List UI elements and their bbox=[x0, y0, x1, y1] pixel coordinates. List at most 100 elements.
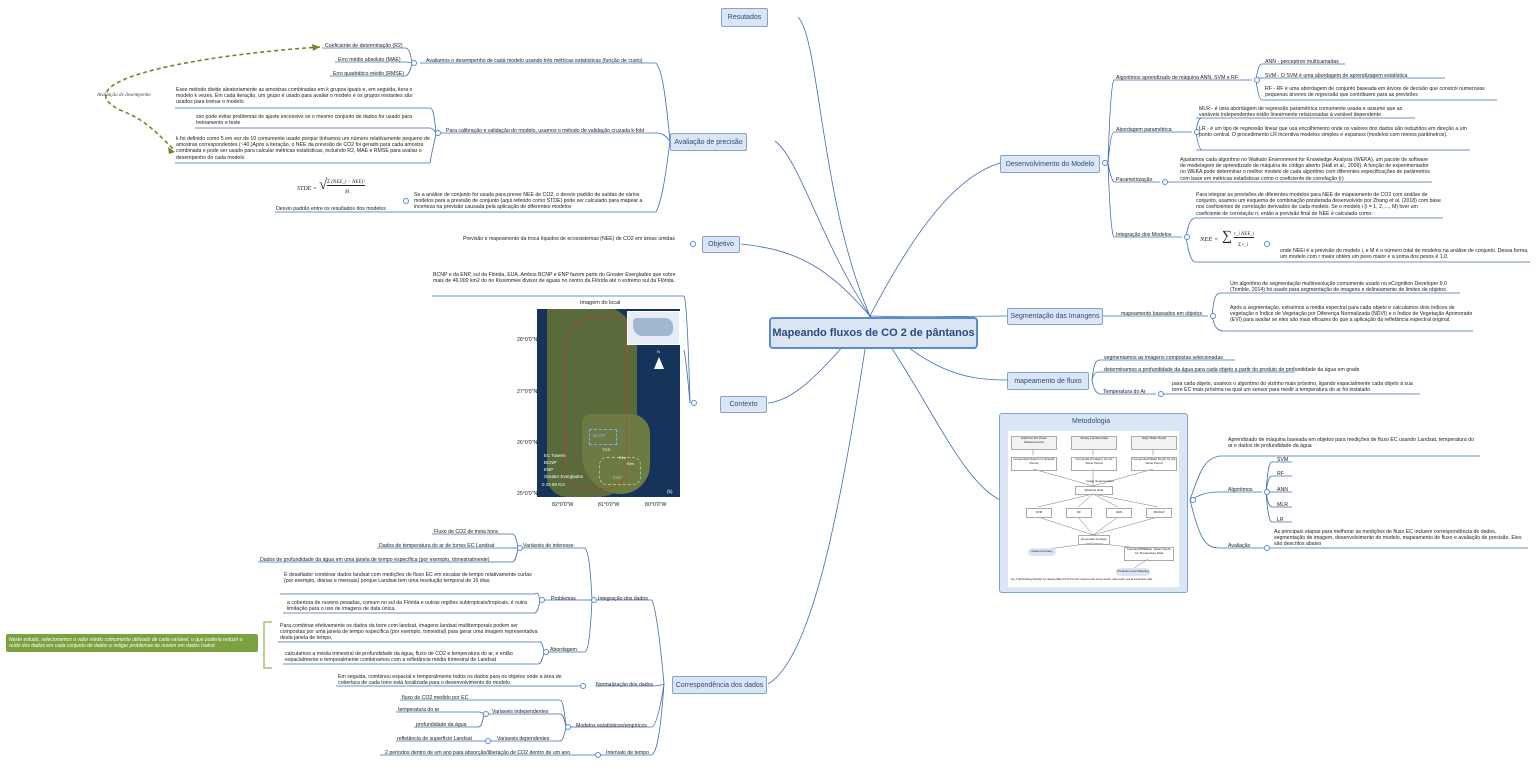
node-s1[interactable]: Um algoritmo de segmentação multiresoluç… bbox=[1230, 281, 1448, 294]
topic-objetivo[interactable]: Objetivo bbox=[702, 236, 740, 253]
node-p1[interactable]: É desafiador combinar dados landsat com … bbox=[284, 572, 532, 585]
collapse-toggle[interactable] bbox=[1194, 129, 1200, 135]
node-intervalo[interactable]: Intervalo de tempo bbox=[606, 750, 649, 756]
topic-segmentacao[interactable]: Segmentação das Imangens bbox=[1007, 308, 1103, 325]
node-m1[interactable]: segmentamos as imagens compostas selecio… bbox=[1104, 355, 1223, 361]
node-alg-lr[interactable]: LR bbox=[1277, 517, 1284, 523]
collapse-toggle[interactable] bbox=[591, 597, 597, 603]
node-integracao[interactable]: Integração dos dados bbox=[598, 596, 648, 602]
node-desvio[interactable]: Desvio padrão entre os resultados dos mo… bbox=[276, 206, 386, 212]
callout-note[interactable]: Neste estudo, selecionamos o valor médio… bbox=[6, 634, 258, 652]
node-dep[interactable]: Variaveis dependentes bbox=[497, 736, 550, 742]
collapse-toggle[interactable] bbox=[1158, 391, 1164, 397]
node-d1[interactable]: refletância de superfície Landsat bbox=[397, 736, 472, 742]
node-mapeamento-objetos[interactable]: mapeamento baseados em objetos bbox=[1121, 311, 1203, 317]
node-nee-desc[interactable]: onde NEEi é a previsão do modelo i, e M … bbox=[1280, 248, 1529, 261]
node-algoritmos[interactable]: Algoritmos bbox=[1228, 487, 1253, 493]
collapse-toggle[interactable] bbox=[580, 683, 586, 689]
node-problemas[interactable]: Problemas bbox=[551, 596, 576, 602]
node-param-text[interactable]: Ajustamos cada algoritmo no Waikato Envi… bbox=[1180, 157, 1430, 182]
node-n1[interactable]: Em seguida, combinou espacial e temporal… bbox=[338, 674, 562, 687]
node-parametrizacao[interactable]: Parametrização bbox=[1116, 177, 1153, 183]
topic-desenvolvimento[interactable]: Desenvolvimento do Modelo bbox=[1000, 155, 1100, 173]
node-t1[interactable]: 2 períodos dentro de um ano para absorçã… bbox=[385, 750, 571, 756]
node-i2[interactable]: profundidade da água bbox=[416, 722, 467, 728]
collapse-toggle[interactable] bbox=[411, 60, 417, 66]
lon-label: 82°0'0"W bbox=[552, 502, 574, 508]
node-temp-text[interactable]: para cada objeto, usamos o algoritmo do … bbox=[1172, 381, 1413, 394]
node-rf[interactable]: RF - RF é uma abordagem de conjunto base… bbox=[1265, 86, 1485, 99]
collapse-toggle[interactable] bbox=[483, 711, 489, 717]
node-abordagem[interactable]: Abordagem bbox=[550, 647, 577, 653]
node-v2[interactable]: Dados de temperatura do ar de torres EC … bbox=[379, 543, 495, 549]
collapse-toggle[interactable] bbox=[691, 400, 697, 406]
node-i1[interactable]: temperatura do ar bbox=[398, 707, 440, 713]
node-s2[interactable]: Após a segmentação, extraímos a média es… bbox=[1230, 305, 1473, 324]
node-metodologia-intro[interactable]: Aprendizado de máquina baseada em objeto… bbox=[1228, 437, 1474, 450]
node-a2[interactable]: calculamos a média trimestral de profund… bbox=[285, 651, 513, 664]
collapse-toggle[interactable] bbox=[539, 597, 545, 603]
topic-mapeamento[interactable]: mapeamento de fluxo bbox=[1007, 372, 1089, 390]
node-m2[interactable]: determinamos a profundidade da água para… bbox=[1104, 367, 1360, 373]
node-indep[interactable]: Variaveis independentes bbox=[492, 709, 549, 715]
node-avaliacao-metod[interactable]: Avaliação bbox=[1228, 543, 1251, 549]
collapse-toggle[interactable] bbox=[690, 241, 696, 247]
topic-contexto[interactable]: Contexto bbox=[720, 396, 767, 413]
node-contexto-text[interactable]: BCNP e da ENP, sul da Flórida, EUA. Ambo… bbox=[433, 272, 676, 285]
node-integracao-modelos[interactable]: Integração dos Modelos bbox=[1116, 232, 1172, 238]
node-alg-rf[interactable]: RF bbox=[1277, 471, 1284, 477]
node-overfit[interactable]: sso pode evitar problemas de ajuste exce… bbox=[196, 114, 412, 127]
node-m-fluxo[interactable]: fluxo de CO2 medido por EC bbox=[402, 695, 469, 701]
collapse-toggle[interactable] bbox=[543, 649, 549, 655]
collapse-toggle[interactable] bbox=[435, 130, 441, 136]
collapse-toggle[interactable] bbox=[1264, 241, 1270, 247]
node-normalizacao[interactable]: Normalização dos dados bbox=[596, 682, 654, 688]
node-ann[interactable]: ANN - perceptron multicamadas bbox=[1265, 59, 1339, 65]
collapse-toggle[interactable] bbox=[1102, 160, 1108, 166]
node-kfold-desc[interactable]: Esse método divide aleatoriamente as amo… bbox=[176, 87, 413, 106]
node-alg-svm[interactable]: SVM bbox=[1277, 457, 1289, 463]
node-alg-mlr[interactable]: MLR bbox=[1277, 502, 1288, 508]
collapse-toggle[interactable] bbox=[595, 752, 601, 758]
node-p2[interactable]: a cobertura de nuvens pesadas, comum no … bbox=[287, 600, 527, 613]
collapse-toggle[interactable] bbox=[403, 198, 409, 204]
node-temp[interactable]: Temperatura do Ar bbox=[1103, 389, 1146, 395]
collapse-toggle[interactable] bbox=[565, 724, 571, 730]
node-v3[interactable]: Dados de profundidade da água em uma jan… bbox=[260, 557, 490, 563]
collapse-toggle[interactable] bbox=[1162, 179, 1168, 185]
node-r2[interactable]: Coeficiente de determinação (R2) bbox=[325, 43, 403, 49]
node-metricas[interactable]: Avaliamos o desempenho de cada modelo us… bbox=[426, 58, 643, 64]
node-rmse[interactable]: Erro quadrático médio (RMSE) bbox=[333, 71, 404, 77]
node-lr[interactable]: LR - é um tipo de regressão linear que u… bbox=[1199, 126, 1467, 139]
node-mae[interactable]: Erro médio absoluto (MAE) bbox=[338, 57, 401, 63]
node-algoritmos-ml[interactable]: Algoritmos aprendizado de máquina ANN, S… bbox=[1116, 75, 1238, 81]
collapse-toggle[interactable] bbox=[1184, 234, 1190, 240]
collapse-toggle[interactable] bbox=[1210, 313, 1216, 319]
node-aval-text[interactable]: As principais etapas para melhorar as me… bbox=[1274, 529, 1522, 548]
collapse-toggle[interactable] bbox=[1254, 77, 1260, 83]
node-k-def[interactable]: k foi definido como 5 em vez de 10 comum… bbox=[176, 136, 430, 161]
topic-correspondencia[interactable]: Correspondência dos dados bbox=[672, 676, 767, 694]
node-stde-desc[interactable]: Se a análise de conjunto for usada para … bbox=[414, 192, 643, 211]
node-a1[interactable]: Para combinar efetivamente os dados da t… bbox=[280, 623, 538, 642]
node-kfold[interactable]: Para calibração e validação do modelo, u… bbox=[446, 128, 645, 134]
node-mlr[interactable]: MLR - é uma abordagem de regressão param… bbox=[1199, 106, 1403, 119]
topic-resultados[interactable]: Resutados bbox=[721, 8, 768, 27]
node-abordagem-param[interactable]: Abordagem paramétrica bbox=[1116, 127, 1172, 133]
collapse-toggle[interactable] bbox=[485, 738, 491, 744]
topic-avaliacao[interactable]: Avaliação de precisão bbox=[670, 133, 747, 151]
node-alg-ann[interactable]: ANN bbox=[1277, 487, 1288, 493]
node-svm[interactable]: SVM - O SVM é uma abordagem de aprendiza… bbox=[1265, 73, 1408, 79]
node-integ-text[interactable]: Para integrar as previsões de diferentes… bbox=[1196, 192, 1441, 217]
legend-ec-towers: EC Towers bbox=[544, 453, 566, 458]
collapse-toggle[interactable] bbox=[1264, 489, 1270, 495]
node-v1[interactable]: Fluxo de CO2 de meia hora bbox=[434, 529, 498, 535]
collapse-toggle[interactable] bbox=[1190, 497, 1196, 503]
node-variaveis[interactable]: Variáveis de interesse bbox=[523, 543, 574, 549]
collapse-toggle[interactable] bbox=[1264, 545, 1270, 551]
collapse-toggle[interactable] bbox=[517, 545, 523, 551]
central-topic[interactable]: Mapeando fluxos de CO 2 de pântanos bbox=[769, 317, 978, 349]
node-objetivo-text[interactable]: Previsão e mapeamento da troca líquidos … bbox=[463, 236, 675, 242]
node-modelos[interactable]: Modelos estatísticos/empíricos bbox=[576, 723, 647, 729]
